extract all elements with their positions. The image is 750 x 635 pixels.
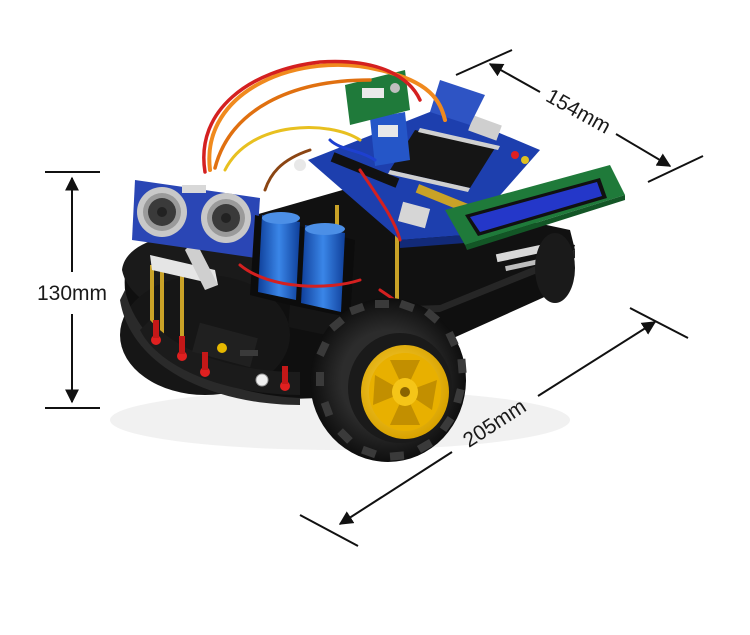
ir-receiver-module <box>345 70 410 125</box>
height-label: 130mm <box>37 282 107 305</box>
width-label: 154mm <box>542 85 614 139</box>
rear-wheel <box>535 233 575 303</box>
width-arrow <box>488 63 541 93</box>
yellow-hub <box>361 345 449 439</box>
battery-1 <box>258 212 300 300</box>
height-dimension: 130mm <box>37 171 107 409</box>
front-sensor-board <box>140 320 300 395</box>
microcontroller-chip <box>388 128 500 192</box>
red-leds <box>151 320 290 391</box>
battery-2 <box>301 223 345 312</box>
robot-car <box>110 59 625 462</box>
wires <box>202 59 447 322</box>
lcd-display <box>445 165 625 250</box>
front-wheel <box>310 298 467 462</box>
transducer-left <box>137 187 187 237</box>
transducer-right <box>201 193 251 243</box>
length-arrow <box>338 451 453 525</box>
bluetooth-module <box>370 112 410 166</box>
ultrasonic-sensor <box>132 180 260 290</box>
